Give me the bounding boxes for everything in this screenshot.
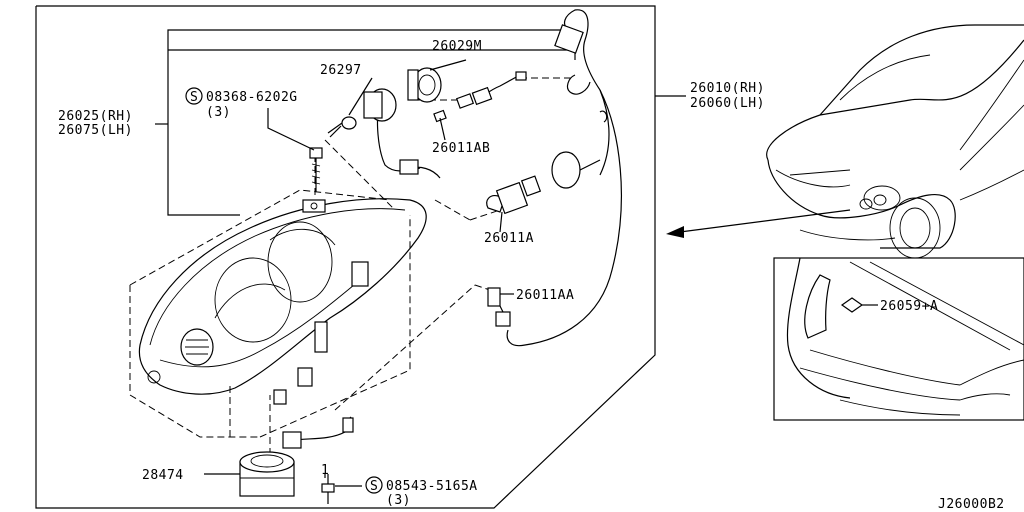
- car-front-illustration: [766, 24, 1024, 259]
- label-08543-qty: (3): [386, 493, 411, 508]
- label-08543-5165a: 08543-5165A: [386, 479, 478, 494]
- label-26059-a: 26059+A: [880, 299, 938, 314]
- label-qty-1: 1: [321, 463, 329, 478]
- inset-detail-box: [773, 257, 1024, 421]
- s-symbol-08543: S: [365, 476, 383, 494]
- main-frame: [35, 5, 686, 509]
- s-symbol-08368: S: [185, 87, 203, 105]
- label-26025-rh: 26025(RH): [58, 109, 133, 124]
- label-26010-rh: 26010(RH): [690, 81, 765, 96]
- location-arrow: [666, 209, 851, 238]
- diagram-code: J26000B2: [938, 497, 1005, 512]
- label-26060-lh: 26060(LH): [690, 96, 765, 111]
- label-26029m: 26029M: [432, 39, 482, 54]
- label-26011ab: 26011AB: [432, 141, 490, 156]
- s-symbol-text: S: [370, 479, 378, 494]
- small-parts: [239, 67, 601, 504]
- wire-harness: [282, 9, 622, 449]
- label-08368-6202g: 08368-6202G: [206, 90, 298, 105]
- label-28474: 28474: [142, 468, 184, 483]
- label-08368-qty: (3): [206, 105, 231, 120]
- label-26011a: 26011A: [484, 231, 534, 246]
- label-26297: 26297: [320, 63, 362, 78]
- headlamp-housing: [138, 198, 427, 405]
- label-26075-lh: 26075(LH): [58, 123, 133, 138]
- label-26011aa: 26011AA: [516, 288, 574, 303]
- leader-lines: [204, 59, 514, 487]
- s-symbol-text: S: [190, 90, 198, 105]
